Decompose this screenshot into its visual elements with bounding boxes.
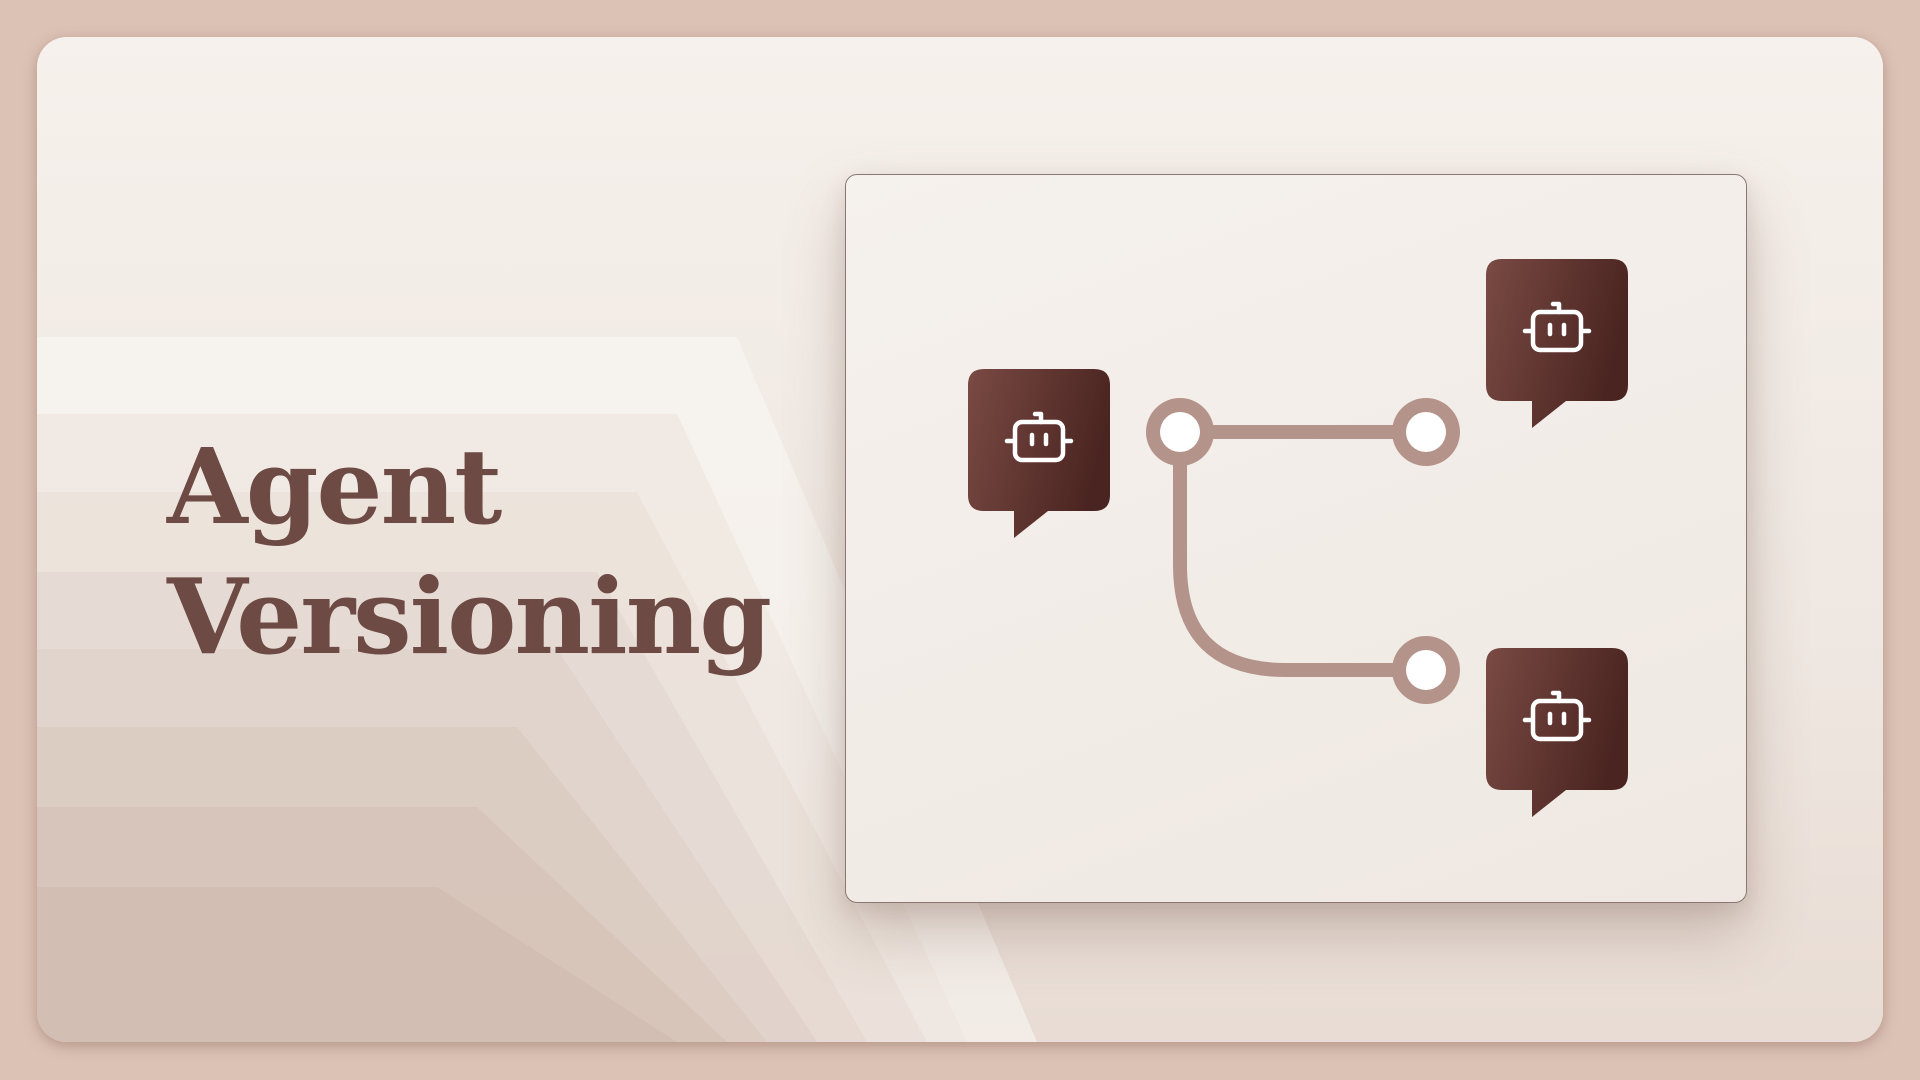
- slide-card: Agent Versioning: [37, 37, 1883, 1042]
- background-stripes: [37, 337, 1037, 1042]
- versioning-diagram-panel: [845, 174, 1747, 903]
- versioning-diagram: [968, 259, 1628, 817]
- version-a-agent-bubble: [1486, 259, 1628, 428]
- branch-node-top: [1392, 398, 1460, 466]
- base-agent-bubble: [968, 369, 1110, 538]
- version-b-agent-bubble: [1486, 648, 1628, 817]
- title-line-2: Versioning: [167, 555, 772, 678]
- connector-lines: [1173, 425, 1426, 677]
- slide-title: Agent Versioning: [167, 422, 772, 682]
- origin-node: [1146, 398, 1214, 466]
- title-line-1: Agent: [167, 425, 502, 548]
- branch-node-bottom: [1392, 636, 1460, 704]
